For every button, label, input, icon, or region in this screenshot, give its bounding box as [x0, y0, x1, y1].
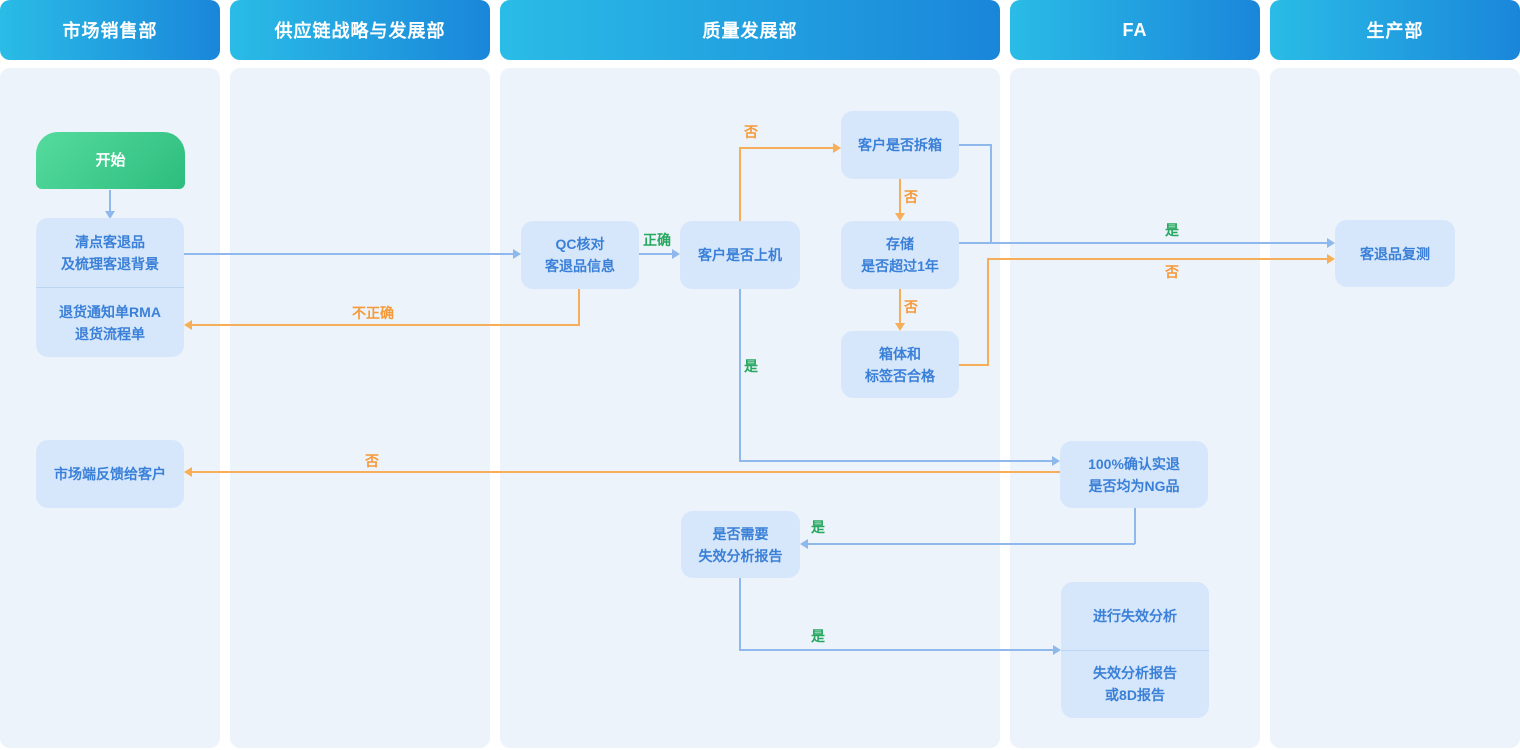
edge-label-yes-needfa: 是 [811, 519, 825, 535]
edge-used-to-confirm-h [739, 460, 1052, 462]
node-text: 客户是否拆箱 [858, 137, 942, 153]
node-text: 存储 [886, 236, 914, 252]
edge-storage-to-boxlabel-arrowhead [895, 323, 905, 331]
lane-header-supply-chain: 供应链战略与发展部 [230, 0, 490, 60]
edge-label-yes-used: 是 [744, 358, 758, 374]
edge-unboxed-to-storage-arrowhead [895, 213, 905, 221]
edge-qc-to-rma-h [192, 324, 580, 326]
edge-unboxed-to-storage [899, 179, 901, 213]
lane-header-label: 供应链战略与发展部 [274, 21, 446, 41]
node-confirm-all-ng: 100%确认实退 是否均为NG品 [1060, 441, 1208, 508]
node-failure-analysis-report: 失效分析报告 或8D报告 [1061, 649, 1209, 719]
lane-body-production [1270, 68, 1520, 748]
edge-label-no-boxlabel: 否 [904, 299, 918, 315]
edge-to-retest-no-arrowhead [1327, 254, 1335, 264]
edge-label-yes-dofa: 是 [811, 628, 825, 644]
lane-header-label: FA [1122, 19, 1148, 40]
node-text: 失效分析报告 [1093, 665, 1177, 682]
edge-label-yes-retest: 是 [1165, 222, 1179, 238]
node-rma-doc: 退货通知单RMA 退货流程单 [36, 287, 184, 357]
edge-boxlabel-to-retest-v [987, 258, 989, 365]
node-customer-used-machine: 客户是否上机 [680, 221, 800, 289]
edge-confirm-to-feedback [192, 471, 1060, 473]
lane-header-fa: FA [1010, 0, 1260, 60]
node-text: 清点客退品 [75, 233, 145, 250]
edge-count-to-qc-arrowhead [513, 249, 521, 259]
edge-confirm-to-feedback-arrowhead [184, 467, 192, 477]
edge-used-to-confirm-arrowhead [1052, 456, 1060, 466]
edge-unboxed-to-retest-v [990, 144, 992, 243]
edge-confirm-to-needfa-arrowhead [800, 539, 808, 549]
edge-used-to-confirm-v [739, 289, 741, 461]
node-qc-check: QC核对 客退品信息 [521, 221, 639, 289]
node-text: 是否均为NG品 [1088, 477, 1180, 494]
edge-needfa-to-dofa-h [739, 649, 1053, 651]
edge-label-no-unboxed: 否 [744, 124, 758, 140]
node-text: 市场端反馈给客户 [54, 466, 166, 482]
edge-needfa-to-dofa-arrowhead [1053, 645, 1061, 655]
edge-label-no-feedback: 否 [365, 453, 379, 469]
edge-qc-to-rma-v [578, 289, 580, 325]
node-retest-returned-items: 客退品复测 [1335, 220, 1455, 287]
node-text: 或8D报告 [1105, 687, 1165, 704]
node-text: 是否超过1年 [861, 258, 939, 274]
node-text: 箱体和 [879, 345, 921, 362]
edge-qc-to-used [639, 253, 672, 255]
node-text: QC核对 [555, 236, 605, 252]
edge-boxlabel-to-retest-h2 [987, 258, 1327, 260]
node-text: 客退品信息 [545, 258, 615, 274]
edge-qc-to-used-arrowhead [672, 249, 680, 259]
node-do-failure-analysis: 进行失效分析 [1061, 582, 1209, 650]
edge-confirm-to-needfa-h [808, 543, 1135, 545]
node-storage-over-1-year: 存储 是否超过1年 [841, 221, 959, 289]
lane-header-label: 质量发展部 [702, 21, 798, 41]
node-start: 开始 [36, 132, 185, 189]
edge-label-correct: 正确 [643, 232, 671, 248]
edge-qc-to-rma-arrowhead [184, 320, 192, 330]
node-text: 进行失效分析 [1093, 607, 1177, 624]
edge-label-no-storage: 否 [904, 189, 918, 205]
lane-header-production: 生产部 [1270, 0, 1520, 60]
edge-used-to-unboxed-arrowhead [833, 143, 841, 153]
edge-confirm-to-needfa-v [1134, 508, 1136, 544]
lane-header-label: 市场销售部 [62, 21, 158, 41]
node-text: 客户是否上机 [698, 247, 782, 263]
edge-count-to-qc [184, 253, 514, 255]
node-text: 退货通知单RMA [59, 303, 161, 320]
node-text: 退货流程单 [75, 325, 145, 342]
lane-body-supply-chain [230, 68, 490, 748]
node-need-failure-analysis-report: 是否需要 失效分析报告 [681, 511, 800, 578]
node-count-and-rma: 清点客退品 及梳理客退背景 退货通知单RMA 退货流程单 [36, 218, 184, 357]
edge-needfa-to-dofa-v [739, 578, 741, 650]
node-text: 失效分析报告 [698, 547, 783, 564]
edge-used-to-unboxed-h [739, 147, 833, 149]
node-start-label: 开始 [95, 151, 126, 169]
edge-to-retest-yes-arrowhead [1327, 238, 1335, 248]
edge-storage-to-boxlabel [899, 289, 901, 323]
edge-start-to-count [109, 190, 111, 211]
lane-body-quality [500, 68, 1000, 748]
edge-unboxed-to-retest-h1 [959, 144, 992, 146]
edge-label-no-retest: 否 [1165, 264, 1179, 280]
node-count-returns: 清点客退品 及梳理客退背景 [36, 218, 184, 287]
node-text: 标签否合格 [865, 367, 935, 384]
edge-start-to-count-arrowhead [105, 211, 115, 219]
node-text: 及梳理客退背景 [61, 255, 159, 272]
node-failure-analysis-combo: 进行失效分析 失效分析报告 或8D报告 [1061, 582, 1209, 718]
node-text: 客退品复测 [1360, 245, 1430, 262]
node-market-feedback-to-customer: 市场端反馈给客户 [36, 440, 184, 508]
lane-header-label: 生产部 [1366, 21, 1424, 41]
edge-storage-to-retest-h [959, 242, 1327, 244]
lane-header-marketing-sales: 市场销售部 [0, 0, 220, 60]
node-text: 是否需要 [712, 525, 769, 542]
edge-boxlabel-to-retest-h1 [959, 364, 989, 366]
node-customer-unboxed: 客户是否拆箱 [841, 111, 959, 179]
lane-header-quality: 质量发展部 [500, 0, 1000, 60]
edge-label-incorrect: 不正确 [352, 305, 394, 321]
edge-used-to-unboxed-v [739, 147, 741, 221]
node-text: 100%确认实退 [1088, 455, 1180, 472]
node-box-label-qualified: 箱体和 标签否合格 [841, 331, 959, 398]
